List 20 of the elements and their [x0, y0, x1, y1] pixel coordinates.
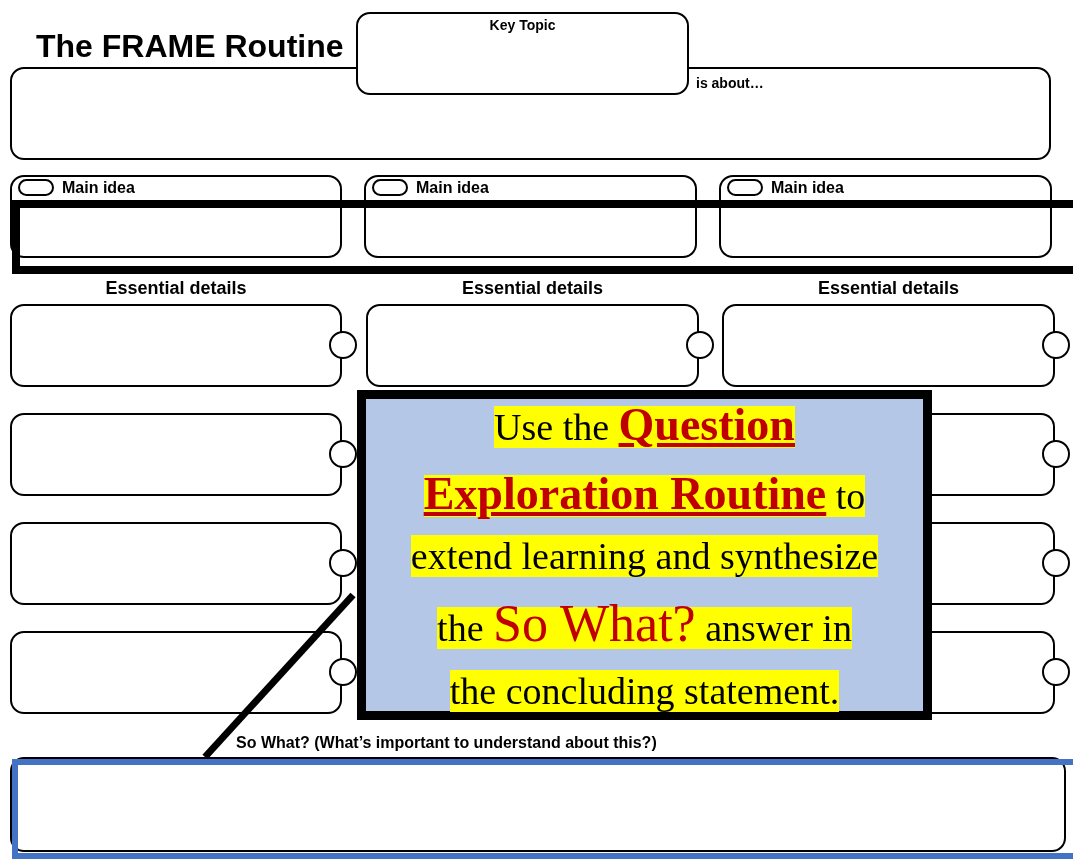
box-heading: is about… — [696, 75, 764, 91]
column-heading: Essential details — [460, 278, 605, 299]
box-heading: Key Topic — [488, 17, 557, 33]
callout-box — [357, 390, 932, 720]
box-heading: Main idea — [771, 179, 844, 197]
detail-box — [932, 413, 1055, 496]
column-heading: Essential details — [104, 278, 248, 299]
title: The FRAME Routine — [36, 28, 344, 65]
box-heading: So What? (What’s important to understand about this?) — [236, 734, 657, 752]
detail-box — [932, 522, 1055, 605]
topic-box — [10, 67, 1051, 160]
box-heading: Main idea — [416, 179, 489, 197]
detail-box — [10, 631, 342, 714]
detail-box — [932, 631, 1055, 714]
box-heading: Main idea — [62, 179, 135, 197]
column-heading: Essential details — [816, 278, 961, 299]
detail-box — [10, 522, 342, 605]
key-topic-box — [356, 12, 689, 95]
leader-line — [202, 592, 356, 760]
detail-box — [10, 413, 342, 496]
